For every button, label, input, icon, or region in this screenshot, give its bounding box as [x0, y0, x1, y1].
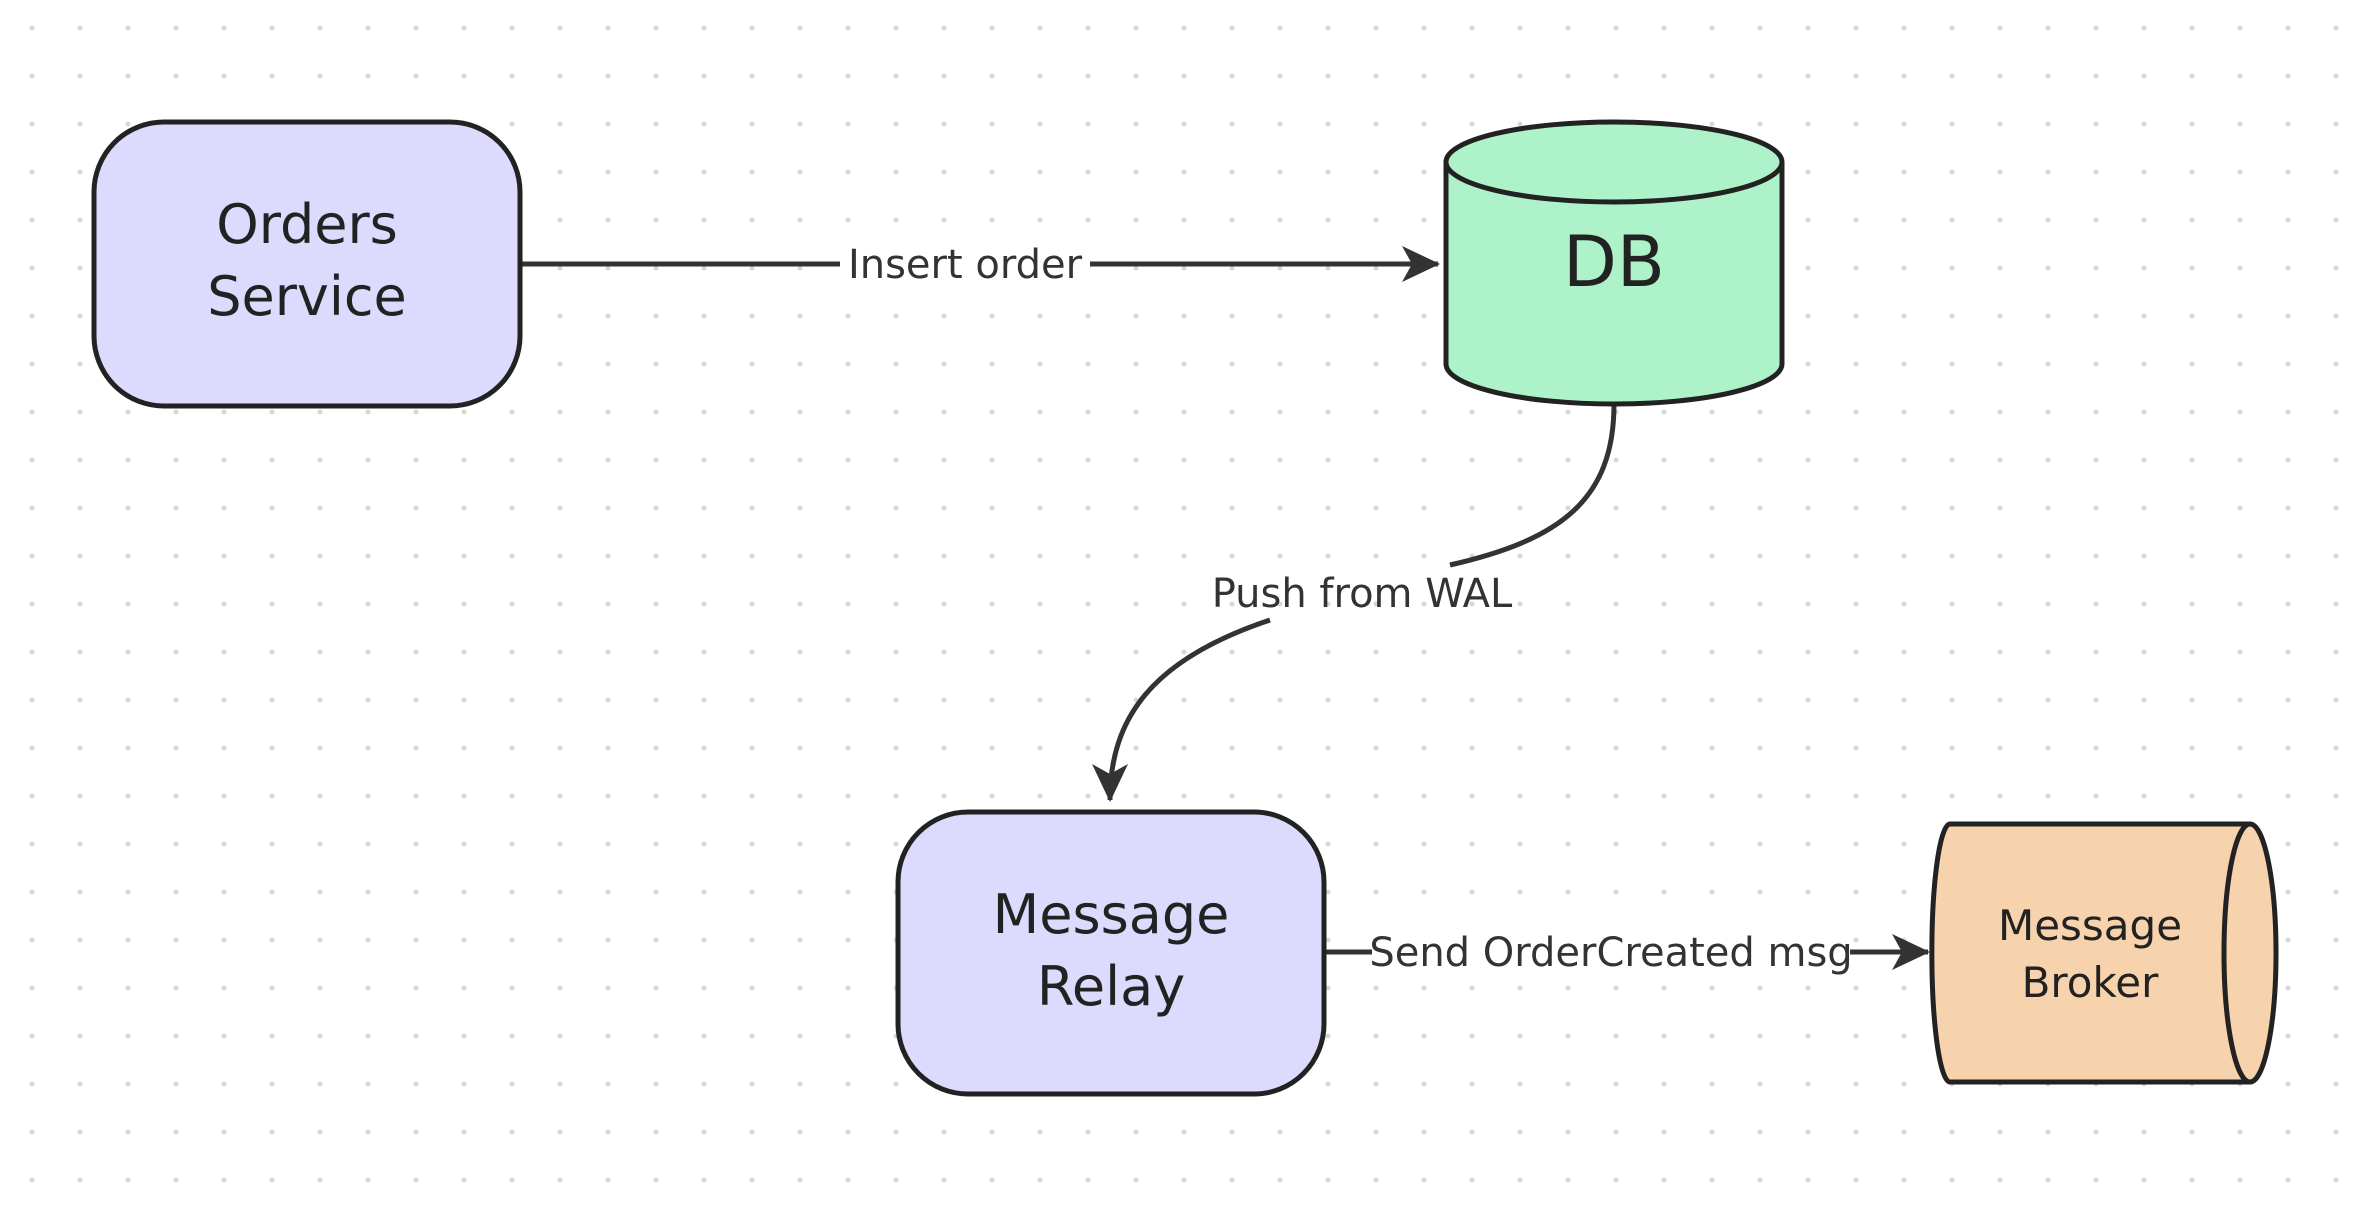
edge-push-from-wal-label: Push from WAL [1212, 571, 1513, 617]
edge-send-order-created[interactable]: Send OrderCreated msg [1322, 920, 1930, 980]
db-cylinder-body [1443, 162, 1785, 407]
message-broker-cylinder-body [1929, 821, 2250, 1085]
db-cylinder-top [1443, 119, 1785, 205]
message-broker-label-line1: Message [1998, 901, 2182, 950]
edge-send-order-created-label: Send OrderCreated msg [1369, 930, 1852, 976]
message-relay-label-line1: Message [993, 883, 1230, 946]
edge-send-order-created-label-bg [1372, 920, 1850, 980]
node-message-broker[interactable]: Message Broker [1929, 821, 2279, 1085]
db-label: DB [1563, 221, 1665, 303]
edge-insert-order-label: Insert order [848, 242, 1083, 288]
edge-insert-order[interactable]: Insert order [520, 232, 1440, 292]
edge-push-from-wal-lower-curve [1092, 617, 1271, 802]
edge-push-from-wal[interactable]: Push from WAL [1092, 403, 1617, 802]
node-message-relay[interactable]: Message Relay [895, 809, 1327, 1097]
message-broker-cylinder-end [2221, 821, 2279, 1085]
orders-service-label-line2: Service [207, 265, 407, 328]
edge-push-from-wal-upper-curve [1449, 403, 1617, 568]
orders-service-label-line1: Orders [216, 193, 398, 256]
message-broker-label-line2: Broker [2022, 958, 2160, 1007]
orders-service-box [91, 119, 523, 409]
node-orders-service[interactable]: Orders Service [91, 119, 523, 409]
message-relay-box [895, 809, 1327, 1097]
message-relay-label-line2: Relay [1037, 955, 1185, 1018]
node-db[interactable]: DB [1443, 119, 1785, 407]
edge-insert-order-label-bg [840, 232, 1090, 292]
